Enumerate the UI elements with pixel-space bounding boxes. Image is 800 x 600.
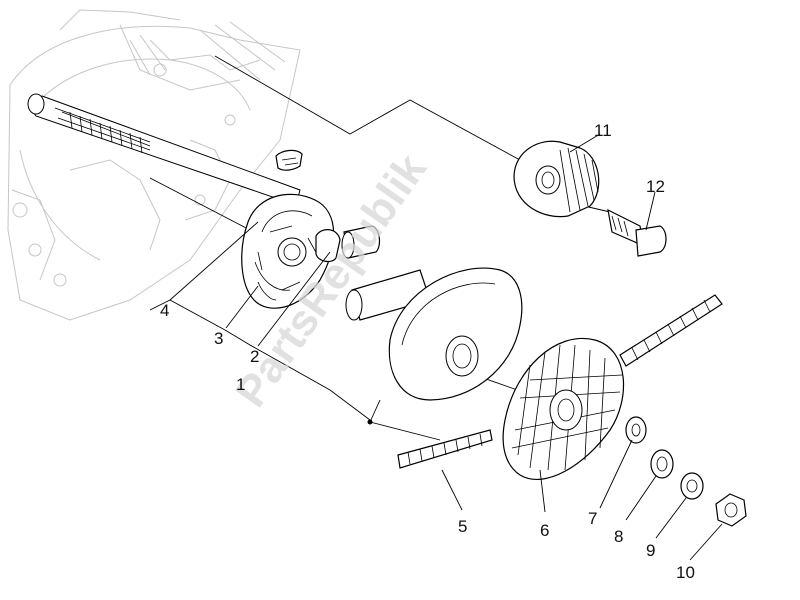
callout-2: 2: [250, 347, 259, 366]
washer-9: [680, 472, 704, 500]
drive-belt: [397, 294, 723, 469]
retainer-clip: [275, 149, 303, 171]
callout-1: 1: [236, 375, 245, 394]
drive-shaft: [27, 93, 301, 206]
bolt: [607, 208, 667, 257]
callout-7: 7: [588, 509, 597, 528]
washer-8: [650, 449, 674, 479]
movable-pulley: [345, 267, 523, 401]
callout-9: 9: [646, 541, 655, 560]
callout-11: 11: [594, 121, 612, 140]
nut-10: [715, 493, 747, 527]
callout-5: 5: [458, 517, 467, 536]
callout-6: 6: [540, 521, 549, 540]
callout-12: 12: [646, 177, 665, 196]
bushing: [315, 225, 381, 263]
callout-10: 10: [676, 563, 695, 582]
engine-case-ghost: [7, 9, 301, 321]
callout-leaders: [169, 133, 723, 561]
callout-3: 3: [214, 329, 223, 348]
callout-4: 4: [160, 301, 169, 320]
fan-pulley: [502, 337, 625, 480]
bearing-roller: [513, 140, 600, 218]
callout-8: 8: [614, 527, 623, 546]
washer-7: [625, 416, 647, 444]
ramp-plate: [241, 193, 335, 309]
